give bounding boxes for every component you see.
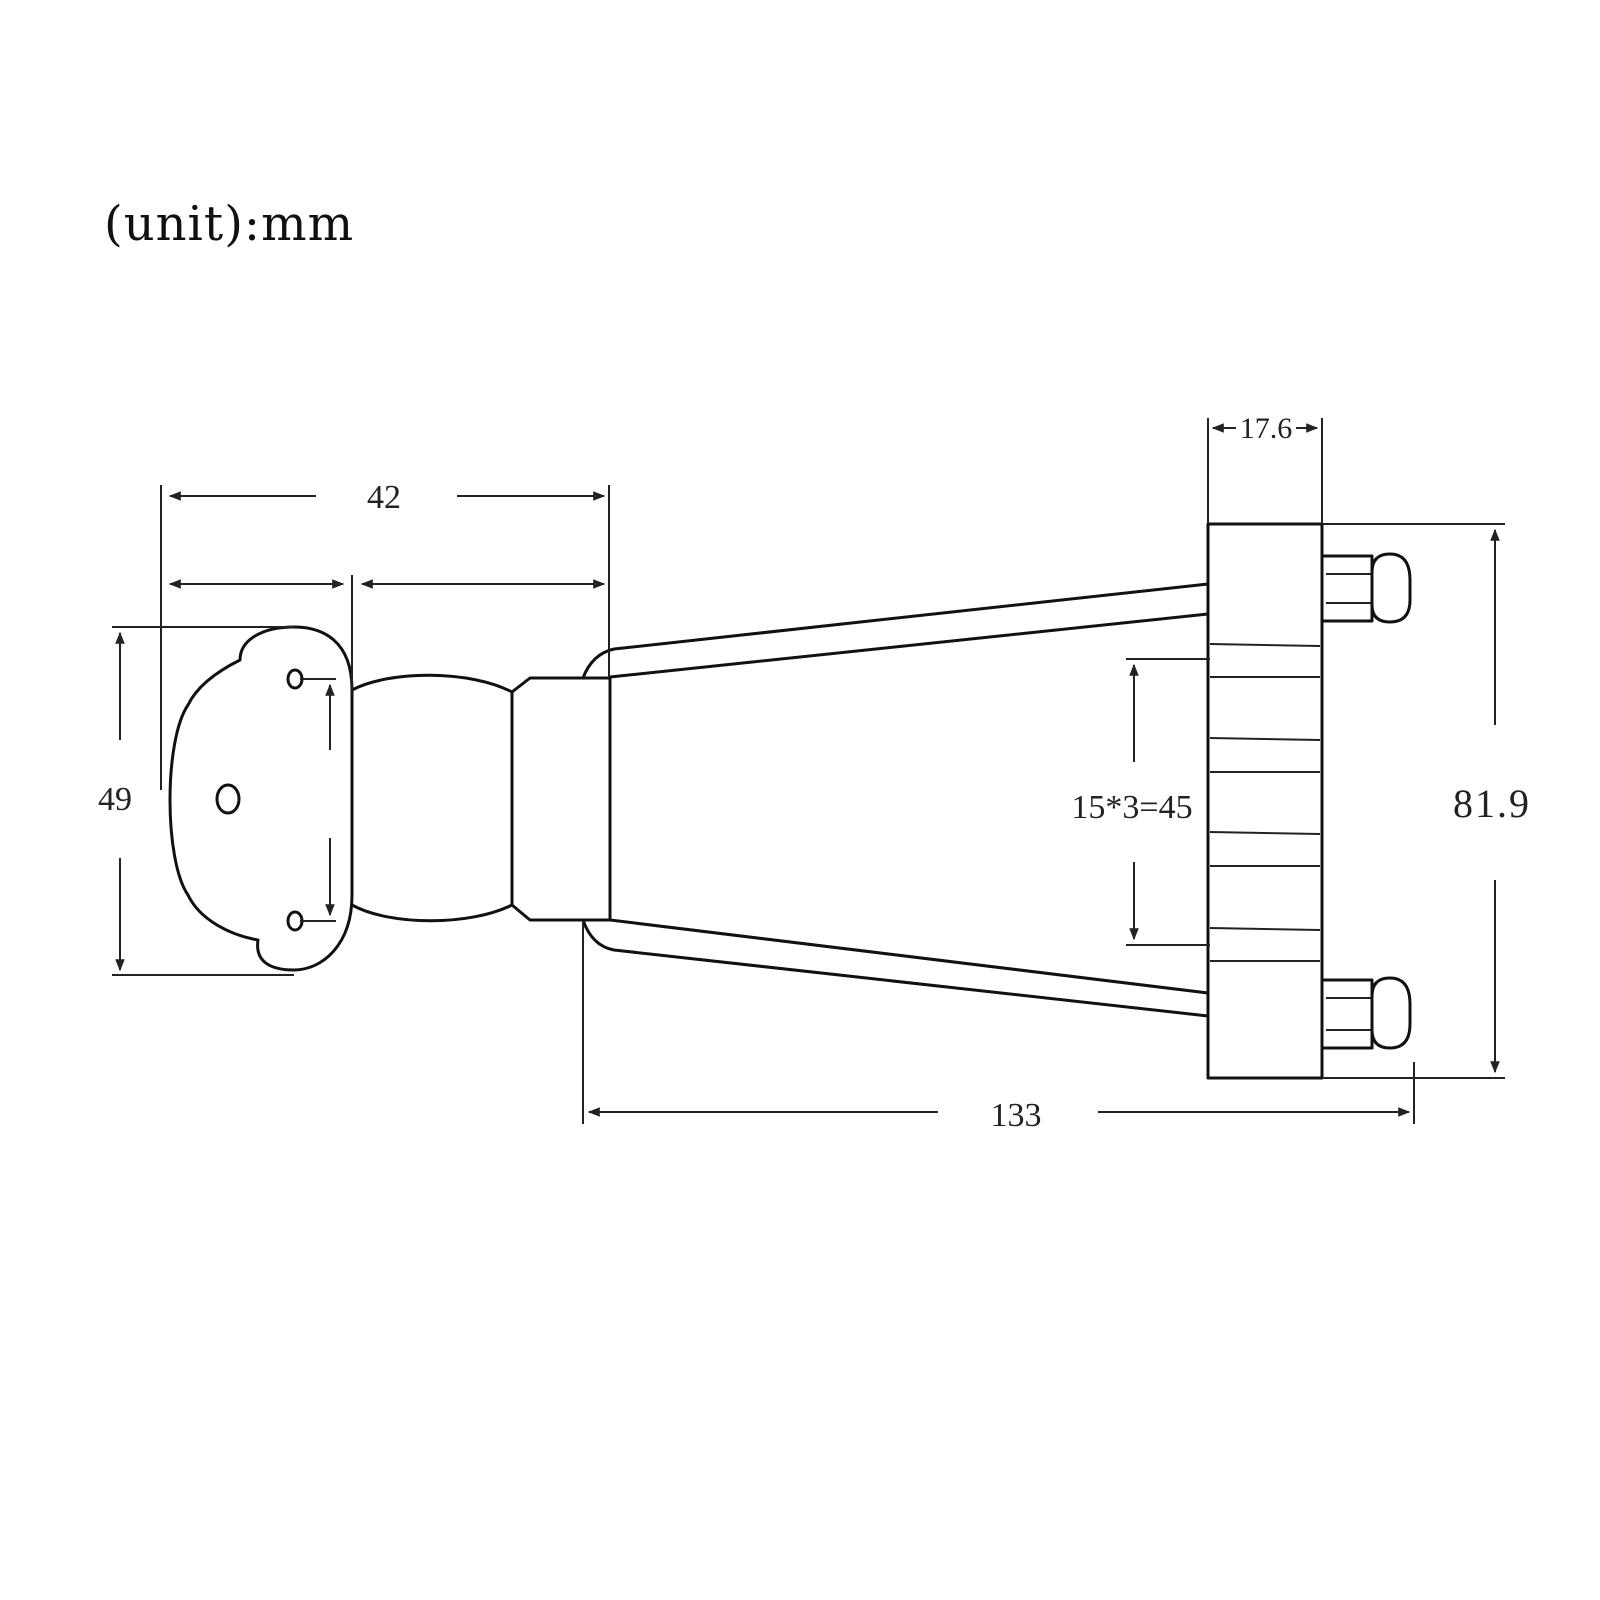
lower-nut — [1320, 978, 1374, 1050]
dimension-17-6: 17.6 — [1207, 412, 1323, 524]
dim-label-81-9: 81.9 — [1453, 781, 1531, 826]
upper-nut — [1320, 554, 1374, 623]
slot-line-7 — [1209, 927, 1321, 931]
mount-hole-bottom — [286, 910, 304, 932]
dim-label-17-6: 17.6 — [1240, 412, 1293, 445]
frame-lower-wire-outer — [581, 918, 1210, 1018]
dimension-42: 42 — [160, 479, 610, 790]
upper-screw — [1320, 552, 1412, 624]
tailpiece-frame — [581, 582, 1210, 1018]
neck-bulge — [350, 673, 514, 923]
unit-label: (unit):mm — [104, 196, 355, 252]
slot-line-1 — [1209, 643, 1321, 647]
mount-hole-center — [215, 783, 241, 815]
dimension-133: 133 — [582, 922, 1415, 1134]
anchor-block-body — [1206, 522, 1324, 1080]
slot-line-5 — [1209, 831, 1321, 835]
dimension-49: 49 — [98, 626, 294, 976]
dim-label-42: 42 — [367, 479, 401, 516]
frame-upper-wire-outer — [581, 582, 1210, 680]
dimension-hole-spacing — [300, 678, 336, 922]
frame-upper-wire-inner — [608, 612, 1210, 679]
lower-screw — [1320, 976, 1412, 1050]
upper-screw-head — [1370, 552, 1412, 624]
dim-label-45: 15*3=45 — [1071, 789, 1192, 826]
dimension-81-9: 81.9 — [1322, 523, 1531, 1079]
neck-collar — [510, 676, 612, 922]
mount-hole-top — [286, 668, 304, 690]
dimension-head-split — [168, 575, 606, 690]
slot-line-3 — [1209, 737, 1321, 741]
dim-label-49: 49 — [98, 781, 132, 818]
dim-label-133: 133 — [991, 1097, 1042, 1134]
frame-lower-wire-inner — [608, 918, 1210, 995]
string-anchor-block — [1206, 522, 1412, 1080]
dimension-string-spacing: 15*3=45 — [1071, 658, 1210, 946]
head-plate-outline — [168, 625, 354, 972]
lower-screw-head — [1370, 976, 1412, 1050]
tailpiece-head — [168, 625, 612, 972]
